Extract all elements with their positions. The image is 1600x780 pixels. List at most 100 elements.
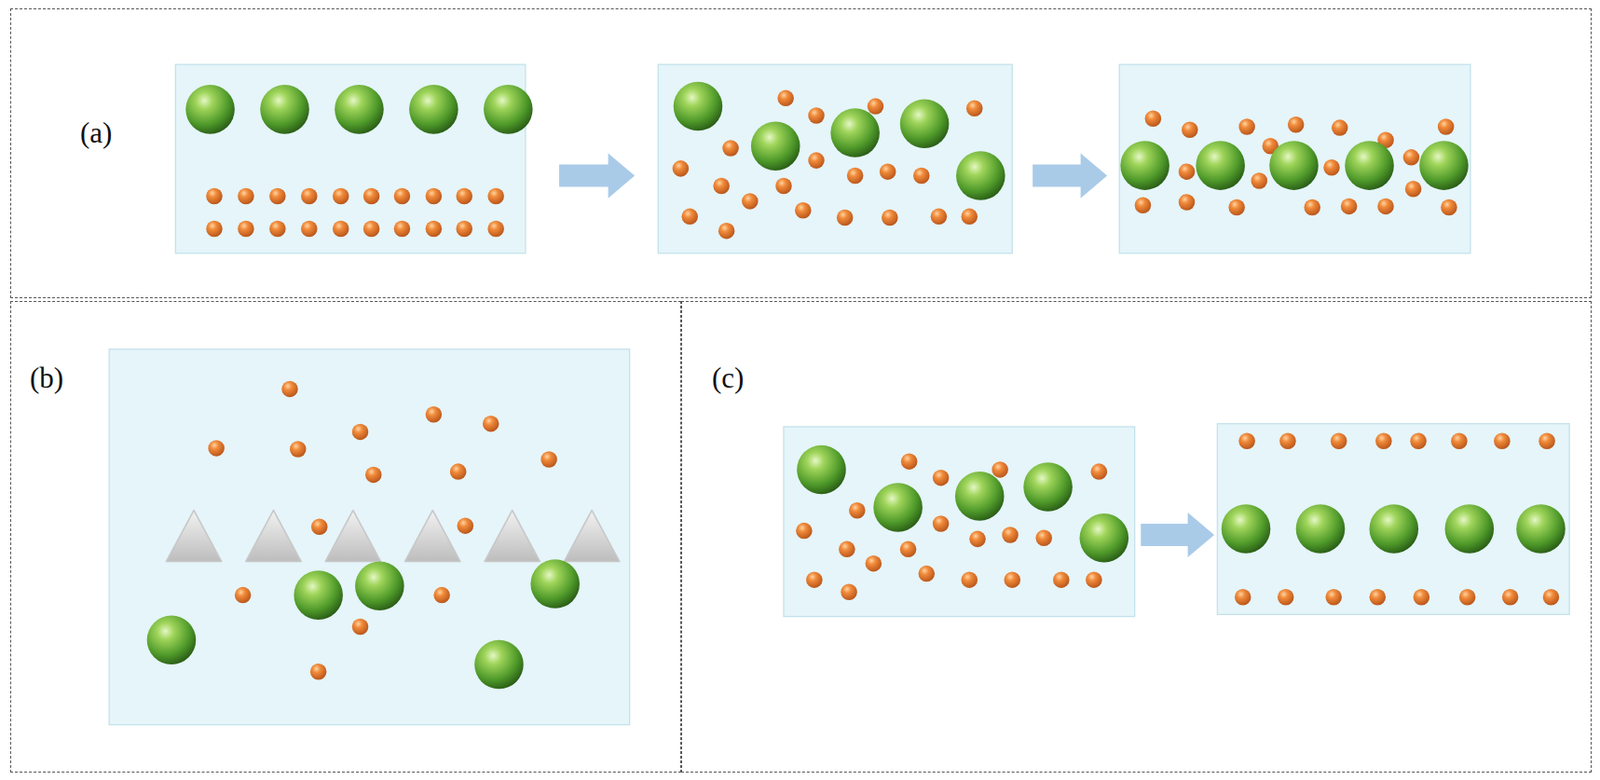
- small-particle: [300, 188, 318, 206]
- large-particle: [900, 98, 950, 149]
- small-particle: [932, 469, 950, 487]
- large-particle: [259, 84, 310, 135]
- large-particle: [873, 482, 923, 533]
- small-particle: [205, 220, 223, 238]
- large-particle: [147, 615, 197, 666]
- small-particle: [1145, 109, 1163, 127]
- small-particle: [961, 208, 979, 226]
- triangle-particle: [165, 510, 221, 562]
- small-particle: [1502, 588, 1519, 606]
- small-particle: [540, 451, 558, 468]
- small-particle: [777, 90, 794, 108]
- small-particle: [281, 381, 299, 398]
- small-particle: [365, 466, 383, 484]
- process-arrow: [1140, 512, 1215, 558]
- large-particle: [409, 84, 459, 135]
- small-particle: [1340, 198, 1358, 216]
- large-particle: [673, 82, 724, 132]
- small-particle: [681, 208, 698, 226]
- large-particle: [1120, 140, 1170, 191]
- small-particle: [930, 208, 948, 226]
- large-particle: [956, 150, 1006, 201]
- small-particle: [487, 188, 505, 206]
- small-particle: [1135, 197, 1152, 215]
- small-particle: [289, 440, 307, 458]
- triangle-particle: [484, 510, 540, 562]
- small-particle: [363, 188, 381, 206]
- large-particle: [1269, 140, 1319, 191]
- small-particle: [1459, 588, 1477, 606]
- small-particle: [961, 571, 979, 589]
- small-particle: [237, 188, 255, 206]
- large-particle: [796, 445, 847, 495]
- small-particle: [1405, 180, 1423, 198]
- small-particle: [807, 107, 825, 124]
- small-particle: [300, 220, 318, 238]
- small-particle: [806, 571, 823, 589]
- small-particle: [1493, 432, 1511, 450]
- panel-frame: (a): [10, 8, 1592, 299]
- large-particle: [293, 570, 343, 620]
- triangle-particle: [405, 510, 461, 562]
- small-particle: [455, 188, 473, 206]
- small-particle: [1450, 432, 1468, 450]
- large-particle: [474, 640, 524, 690]
- small-particle: [1228, 199, 1245, 217]
- small-particle: [234, 587, 252, 604]
- small-particle: [836, 209, 854, 227]
- small-particle: [918, 565, 936, 583]
- panel-frame: (c): [681, 300, 1592, 773]
- small-particle: [900, 541, 917, 559]
- small-particle: [1409, 432, 1427, 450]
- sample-box: [175, 64, 526, 254]
- small-particle: [1330, 432, 1348, 450]
- small-particle: [1440, 199, 1458, 217]
- small-particle: [879, 163, 897, 180]
- small-particle: [1543, 588, 1560, 606]
- large-particle: [334, 84, 384, 135]
- small-particle: [1052, 571, 1070, 589]
- panel-label: (b): [29, 361, 64, 396]
- small-particle: [269, 188, 287, 206]
- small-particle: [237, 220, 255, 238]
- small-particle: [913, 167, 930, 185]
- small-particle: [1538, 432, 1556, 450]
- small-particle: [1369, 588, 1387, 606]
- small-particle: [807, 151, 825, 169]
- small-particle: [363, 220, 381, 238]
- small-particle: [352, 618, 370, 636]
- small-particle: [433, 587, 451, 604]
- large-particle: [1023, 462, 1073, 512]
- triangle-particle: [246, 510, 301, 562]
- small-particle: [840, 584, 858, 602]
- small-particle: [672, 160, 690, 178]
- large-particle: [1419, 140, 1469, 191]
- small-particle: [1277, 588, 1295, 606]
- small-particle: [1085, 571, 1103, 589]
- small-particle: [1303, 199, 1321, 217]
- small-particle: [1279, 432, 1297, 450]
- small-particle: [1178, 193, 1196, 211]
- small-particle: [450, 463, 467, 480]
- small-particle: [207, 439, 225, 457]
- small-particle: [1234, 588, 1252, 606]
- triangle-particle: [564, 510, 620, 562]
- small-particle: [1035, 530, 1053, 548]
- small-particle: [269, 220, 287, 238]
- large-particle: [1445, 504, 1495, 554]
- small-particle: [712, 177, 730, 195]
- panel-label: (c): [711, 361, 744, 396]
- large-particle: [355, 560, 405, 611]
- small-particle: [718, 222, 736, 240]
- large-particle: [185, 84, 235, 135]
- small-particle: [310, 663, 328, 681]
- small-particle: [1251, 172, 1269, 190]
- small-particle: [1238, 118, 1256, 136]
- small-particle: [1004, 571, 1022, 589]
- panel-label: (a): [80, 116, 112, 151]
- small-particle: [425, 220, 443, 238]
- small-particle: [741, 192, 759, 210]
- large-particle: [1369, 504, 1420, 554]
- small-particle: [722, 139, 739, 157]
